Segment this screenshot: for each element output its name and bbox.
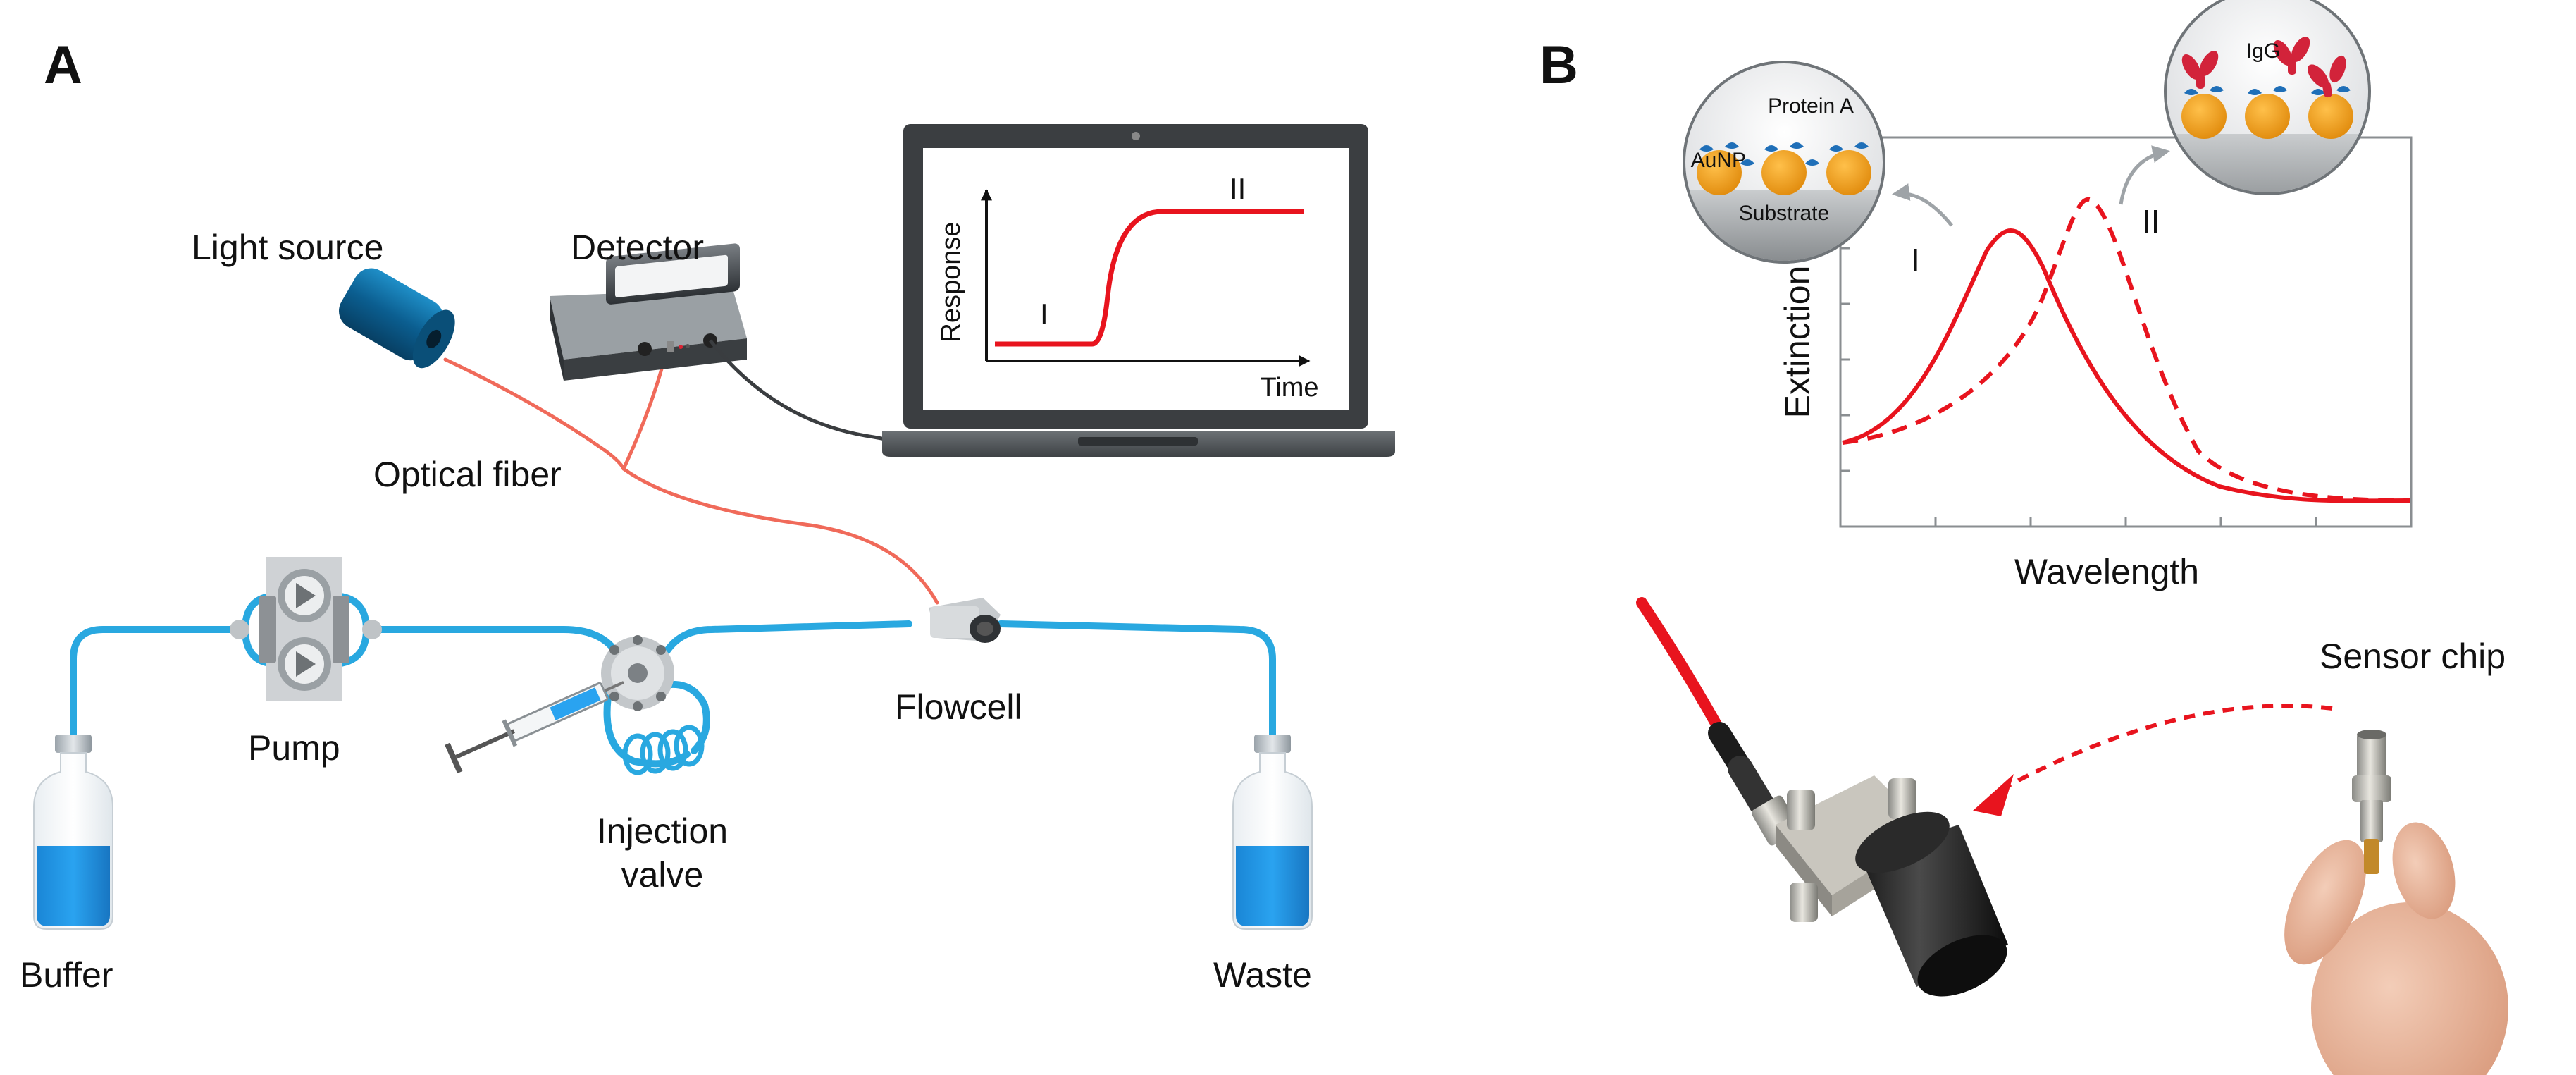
spectrum-label-ii: II — [2142, 203, 2160, 240]
optical-fiber — [443, 357, 939, 605]
screen-xlabel: Time — [1260, 373, 1318, 403]
syringe — [445, 681, 624, 774]
spectrum-curve-ii — [1842, 197, 2410, 503]
sensor-chip-label: Sensor chip — [2320, 637, 2506, 676]
spectrum-ylabel: Extinction — [1778, 266, 1817, 419]
injection-valve — [601, 635, 674, 711]
buffer-label: Buffer — [20, 955, 113, 995]
spectrum-curve-i — [1842, 228, 2410, 503]
screen-plot: Time Response I II — [936, 172, 1319, 403]
spectrum-plot: Wavelength Extinction I II — [1778, 136, 2413, 591]
inset-particle-label: AuNP — [1691, 149, 1746, 172]
sensor-holder-photo — [1636, 597, 2008, 997]
light-source — [339, 268, 455, 369]
detector-label: Detector — [571, 228, 704, 267]
insert-arrow — [2000, 704, 2333, 792]
usb-cable — [709, 339, 894, 443]
inset-before: Protein A AuNP Substrate — [1683, 61, 1885, 264]
waste-bottle — [1232, 735, 1313, 930]
waste-label: Waste — [1213, 955, 1312, 995]
sensor-chip-photo — [2284, 730, 2508, 1075]
arrow-to-inset-before — [1892, 183, 1953, 227]
inset-after: IgG — [2164, 0, 2371, 195]
igg-antibodies — [2181, 36, 2346, 98]
spectrum-xlabel: Wavelength — [2014, 552, 2199, 591]
panel-label-a: A — [44, 35, 82, 95]
flowcell — [929, 598, 1001, 643]
loop-coil — [622, 725, 705, 775]
spectrum-label-i: I — [1911, 242, 1920, 278]
light-source-label: Light source — [192, 228, 383, 267]
spectrum-x-ticks — [1839, 517, 2413, 527]
injection-valve-label-2: valve — [621, 855, 704, 895]
flowcell-label: Flowcell — [895, 687, 1022, 727]
panel-label-b: B — [1540, 35, 1578, 95]
insert-arrow-head — [1973, 774, 2014, 816]
arrow-to-inset-after — [2119, 145, 2170, 205]
pump-label: Pump — [248, 728, 340, 768]
screen-ylabel: Response — [936, 221, 966, 342]
pump — [230, 557, 382, 701]
detector — [550, 243, 747, 381]
laptop — [882, 124, 1395, 457]
inset-protein-label: Protein A — [1768, 94, 1854, 118]
optical-fiber-label: Optical fiber — [373, 455, 562, 494]
injection-valve-label-1: Injection — [597, 811, 728, 851]
screen-label-i: I — [1040, 297, 1048, 331]
screen-plot-curve — [995, 209, 1304, 347]
inset-substrate-label: Substrate — [1739, 202, 1829, 225]
screen-label-ii: II — [1230, 172, 1246, 205]
buffer-bottle — [33, 735, 113, 930]
inset-igg-label: IgG — [2246, 39, 2280, 63]
